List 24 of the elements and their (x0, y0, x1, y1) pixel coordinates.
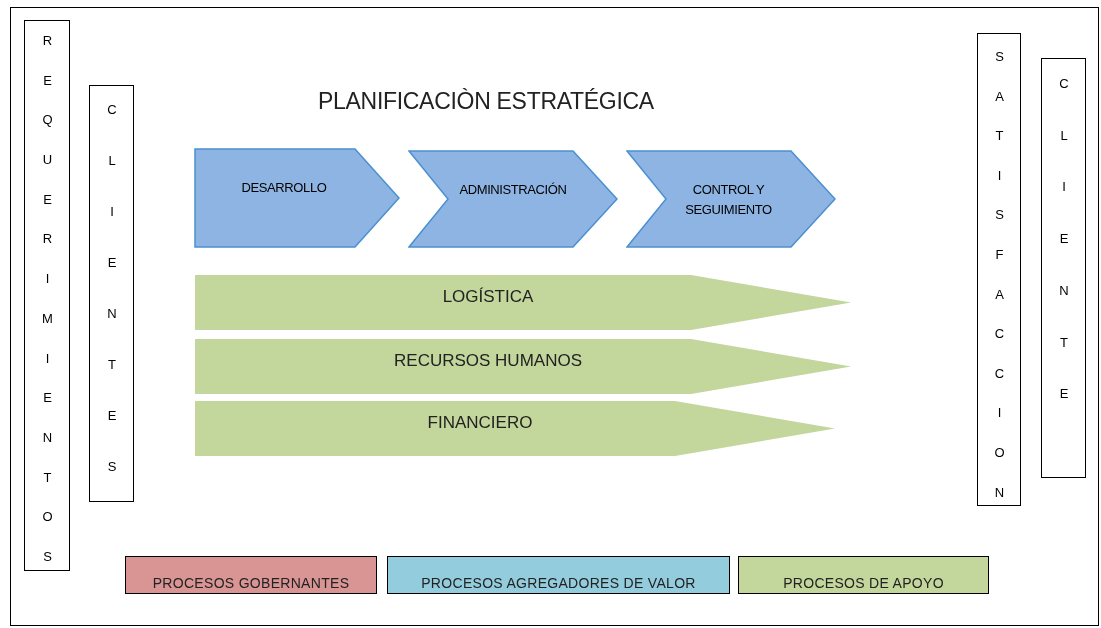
legend-label: PROCESOS DE APOYO (783, 575, 944, 593)
vertical-label: CLIENTE (1056, 76, 1071, 440)
vertical-label: CLIENTES (104, 102, 119, 501)
support-process-band (195, 275, 851, 330)
process-label: LOGÍSTICA (441, 287, 535, 307)
process-step (408, 150, 618, 248)
legend-label: PROCESOS GOBERNANTES (152, 575, 350, 593)
process-label: CONTROL Y SEGUIMIENTO (684, 181, 773, 219)
support-process-band (195, 401, 835, 456)
vertical-box (1041, 58, 1086, 478)
vertical-label: SATISFACCION (992, 49, 1006, 505)
vertical-box (977, 33, 1021, 506)
legend-label: PROCESOS AGREGADORES DE VALOR (421, 575, 696, 593)
diagram-title: PLANIFICACIÒN ESTRATÉGICA (318, 88, 654, 115)
process-label: ADMINISTRACIÓN (458, 181, 568, 199)
process-label: FINANCIERO (426, 413, 534, 433)
process-step (626, 150, 836, 248)
vertical-label: REQUERIMIENTOS (40, 33, 54, 570)
support-process-band (195, 339, 851, 394)
process-step (194, 148, 400, 248)
process-label: DESARROLLO (240, 179, 328, 197)
vertical-box (89, 85, 134, 502)
process-label: RECURSOS HUMANOS (393, 351, 583, 371)
vertical-box (24, 20, 70, 571)
